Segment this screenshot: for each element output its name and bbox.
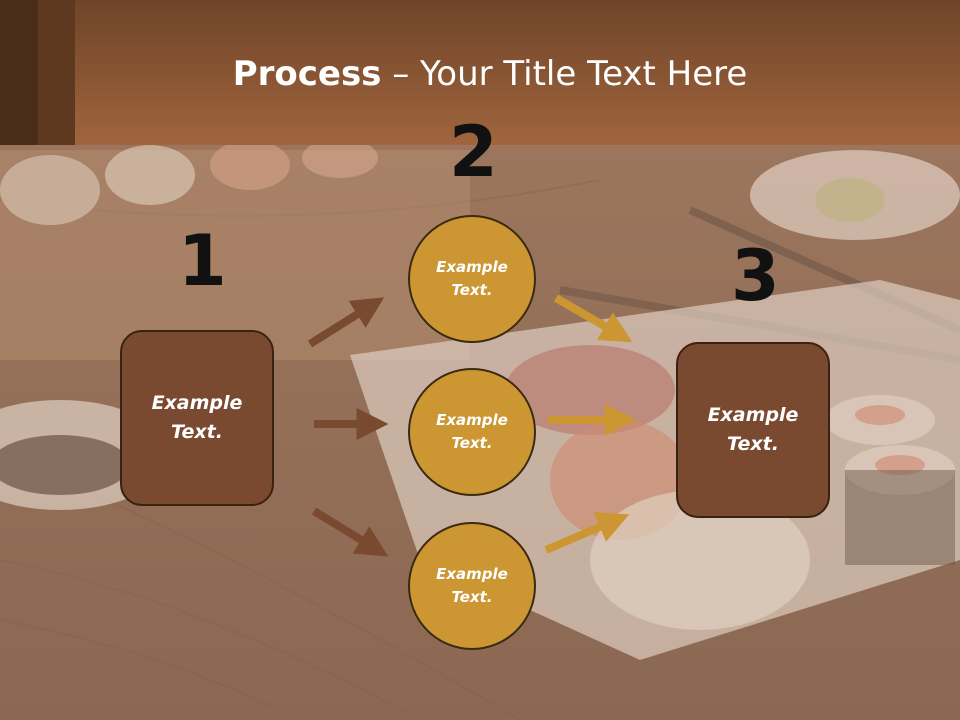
- circle-top-text: Example Text.: [436, 256, 508, 302]
- step-2-circle-middle: Example Text.: [408, 368, 536, 496]
- title-bold: Process: [232, 54, 382, 94]
- circle-top-line2: Text.: [451, 281, 493, 299]
- title-rest: – Your Title Text Here: [381, 54, 748, 94]
- step-3-box: Example Text.: [676, 342, 830, 518]
- arrow-left-up: [307, 297, 385, 348]
- step-1-line1: Example: [151, 392, 243, 414]
- header-stripe: [0, 0, 38, 145]
- step-2-circle-top: Example Text.: [408, 215, 536, 343]
- circle-middle-text: Example Text.: [436, 409, 508, 455]
- circle-bottom-line2: Text.: [451, 588, 493, 606]
- step-1-box: Example Text.: [120, 330, 274, 506]
- arrow-left-down: [311, 507, 389, 557]
- slide-title: Process – Your Title Text Here: [75, 52, 905, 96]
- circle-middle-line1: Example: [436, 411, 508, 429]
- circle-bottom-line1: Example: [436, 565, 508, 583]
- step-3-line2: Text.: [727, 433, 779, 455]
- circle-top-line1: Example: [436, 258, 508, 276]
- circle-bottom-text: Example Text.: [436, 563, 508, 609]
- arrow-right-down: [553, 294, 633, 343]
- step-3-line1: Example: [707, 404, 799, 426]
- step-3-text: Example Text.: [708, 401, 799, 459]
- header-stripe: [38, 0, 75, 145]
- step-number-2: 2: [449, 111, 498, 193]
- step-2-circle-bottom: Example Text.: [408, 522, 536, 650]
- step-1-line2: Text.: [171, 421, 223, 443]
- step-1-text: Example Text.: [152, 389, 243, 447]
- circle-middle-line2: Text.: [451, 434, 493, 452]
- step-number-3: 3: [731, 235, 780, 317]
- header-band: [0, 0, 960, 145]
- arrow-right-up: [544, 512, 630, 554]
- step-number-1: 1: [178, 220, 227, 302]
